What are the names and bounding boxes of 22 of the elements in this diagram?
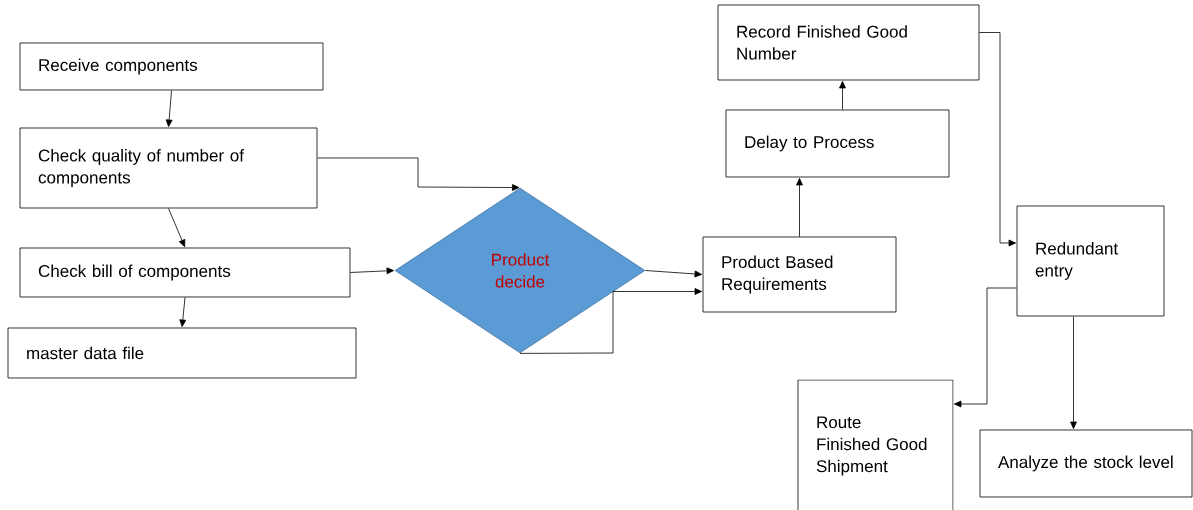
arrow [179, 297, 187, 327]
arrow [839, 81, 846, 110]
arrow [796, 178, 803, 237]
process-box: Record Finished Good Number [717, 4, 980, 81]
arrow [979, 32, 1016, 247]
process-box: Receive components [19, 42, 324, 91]
process-box: Route Finished Good Shipment [797, 379, 954, 510]
arrow [954, 287, 1017, 408]
arrow [519, 288, 702, 354]
arrow [168, 208, 186, 248]
process-box: Check quality of number of components [19, 127, 318, 209]
process-box: Product Based Requirements [702, 236, 897, 313]
arrow [645, 270, 702, 278]
process-box: Check bill of components [19, 247, 351, 298]
process-box: master data file [7, 327, 357, 379]
arrow [317, 157, 520, 191]
arrow [165, 90, 173, 127]
arrow [350, 267, 394, 275]
process-box: Delay to Process [725, 109, 950, 178]
arrow [1070, 316, 1077, 429]
process-box: Analyze the stock level [979, 429, 1193, 498]
process-box: Redundant entry [1016, 205, 1165, 317]
